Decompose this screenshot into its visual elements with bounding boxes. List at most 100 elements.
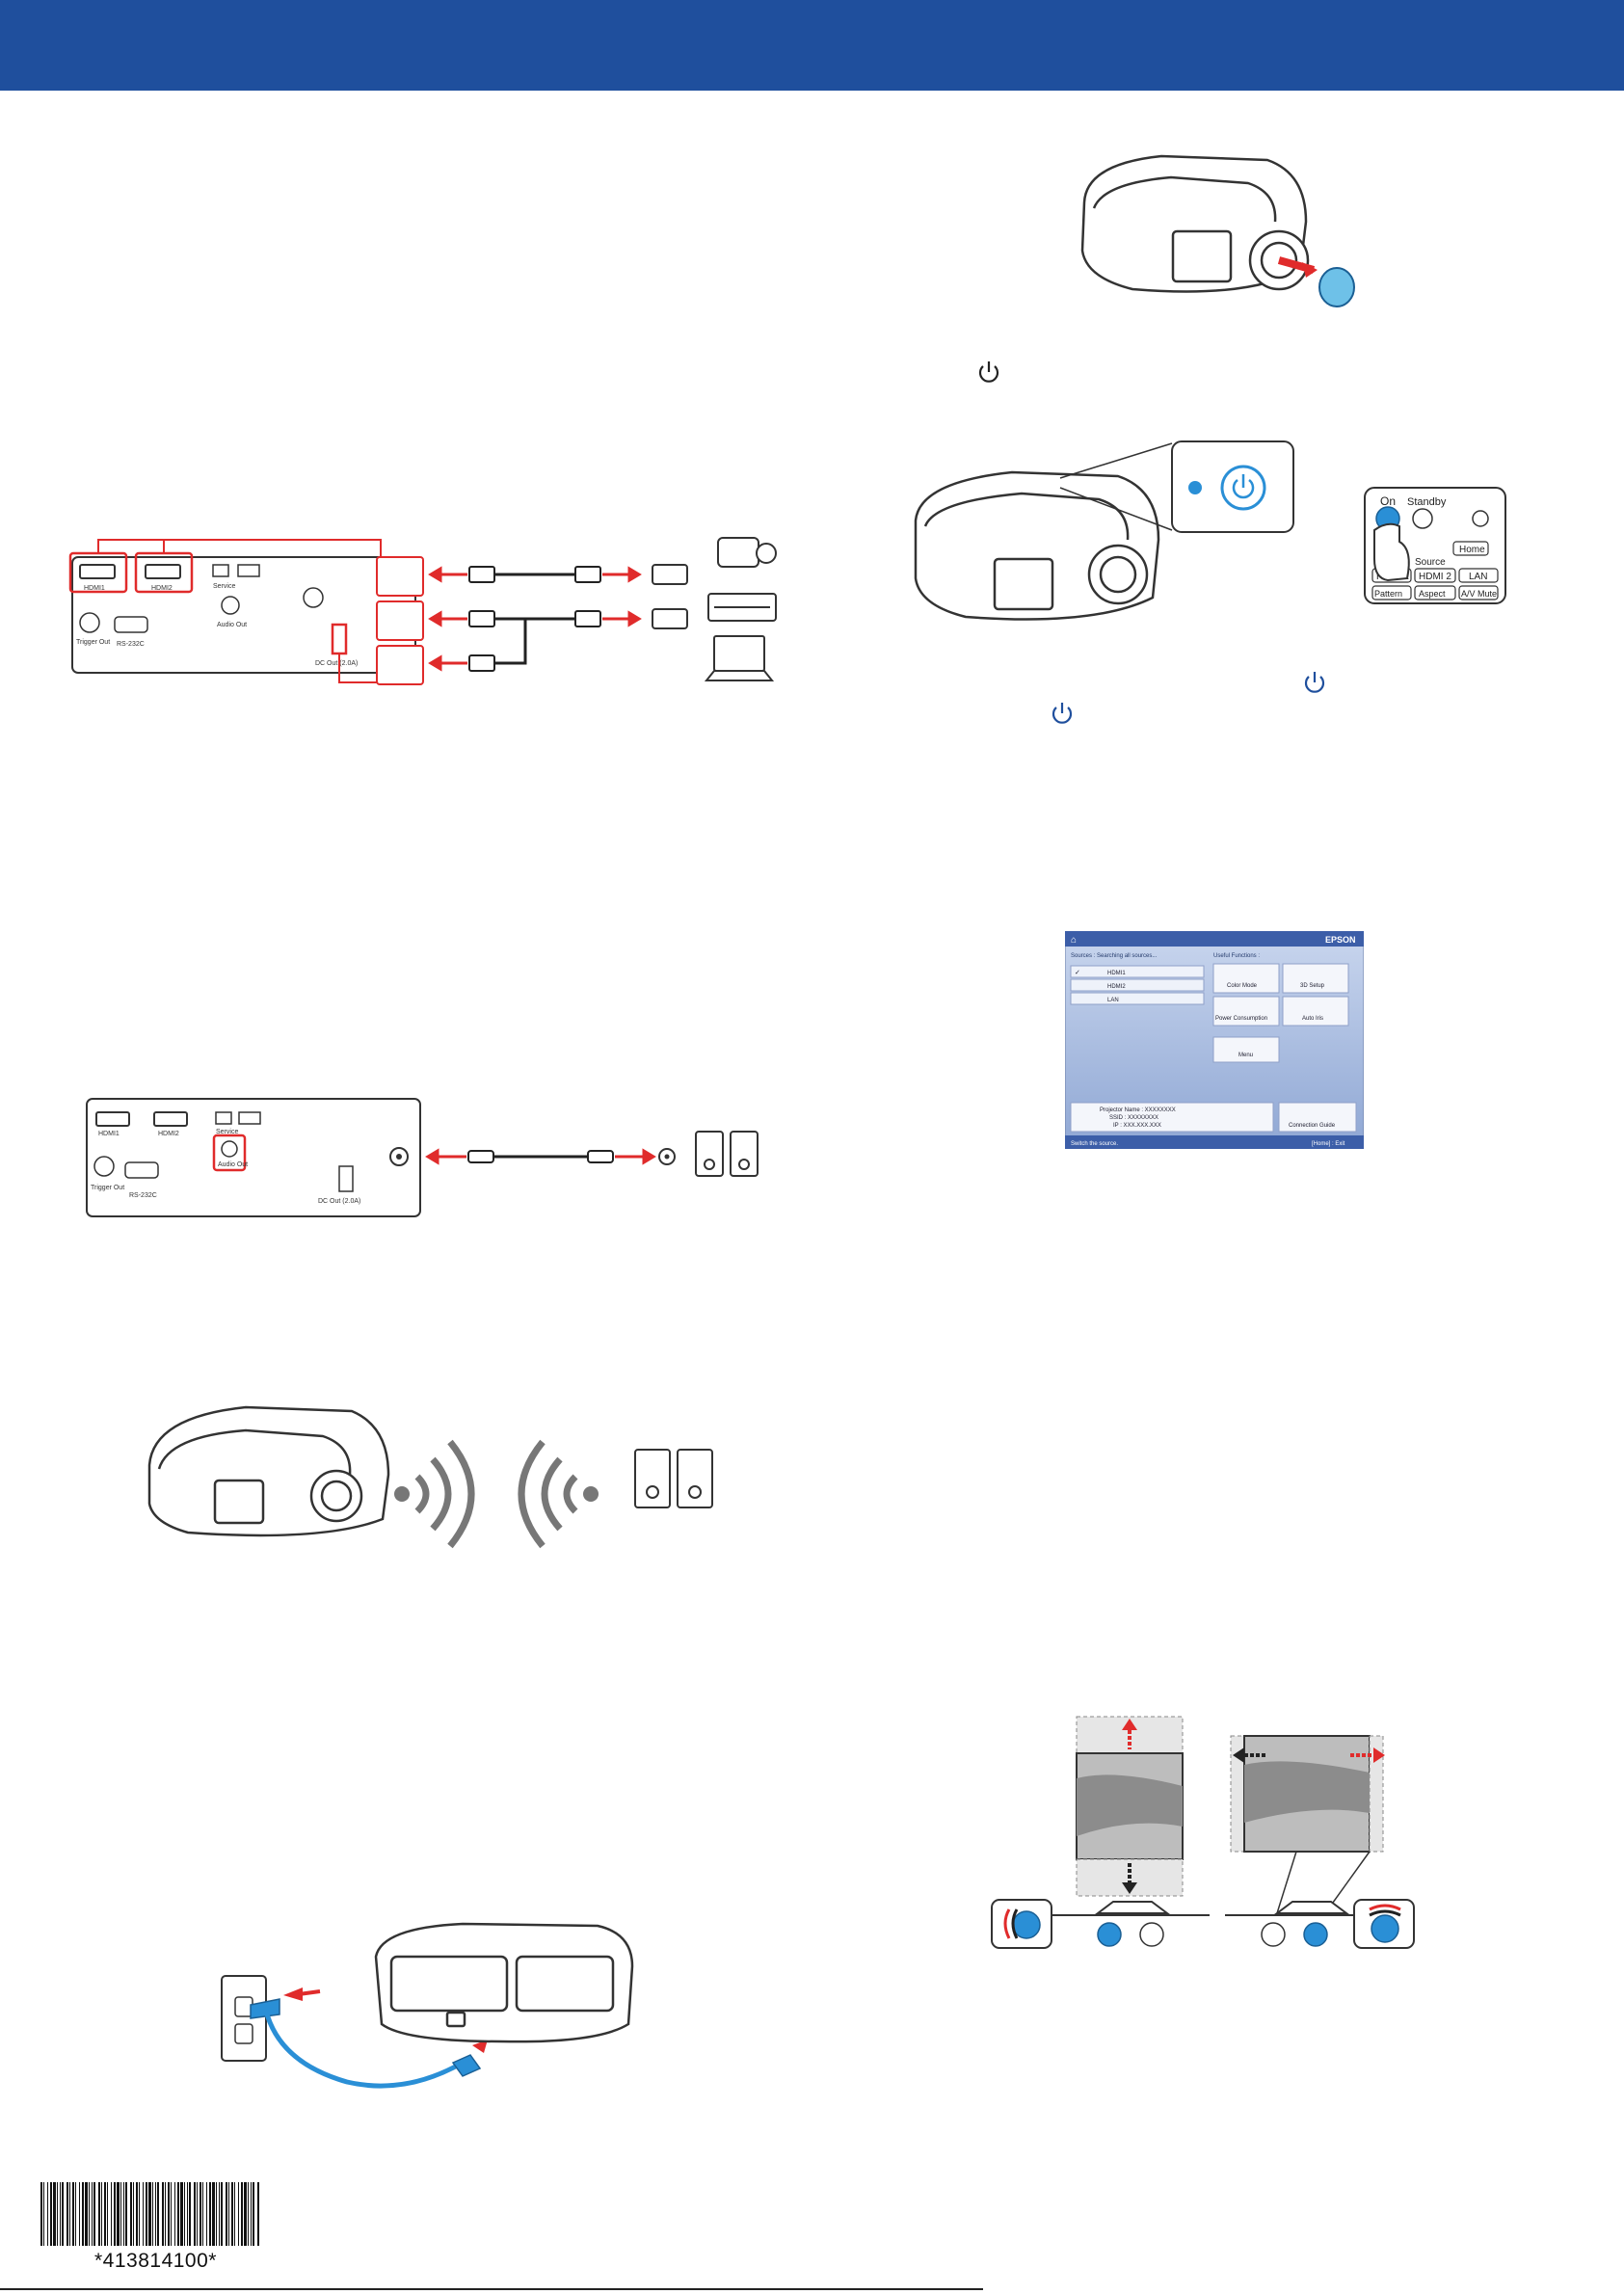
barcode-bar — [130, 2182, 132, 2246]
barcode-bar — [244, 2182, 247, 2246]
barcode-bar — [57, 2182, 58, 2246]
remote-on-label: On — [1380, 494, 1396, 508]
source-hdmi2-label: HDMI2 — [1107, 984, 1126, 990]
remote-home-label: Home — [1459, 545, 1485, 555]
port-audio-out-label: Audio Out — [217, 622, 247, 628]
function-color-mode-label: Color Mode — [1227, 983, 1258, 989]
barcode-bar — [157, 2182, 159, 2246]
barcode-bar — [43, 2182, 44, 2246]
barcode-bar — [189, 2182, 191, 2246]
remote-av-mute-label: A/V Mute — [1461, 589, 1497, 599]
power-on-figure: On Standby Home Source HDMI 1 HDMI 2 LAN… — [906, 434, 1523, 655]
audio-port-hdmi2-label: HDMI2 — [158, 1131, 179, 1137]
barcode-bar — [234, 2182, 235, 2246]
barcode-bar — [187, 2182, 188, 2246]
function-auto-iris-label: Auto Iris — [1302, 1016, 1323, 1022]
footer-rule — [0, 2288, 983, 2290]
barcode-bar — [114, 2182, 116, 2246]
wireless-audio-figure — [130, 1388, 747, 1561]
remote-aspect-label: Aspect — [1419, 589, 1446, 599]
barcode-bar — [174, 2182, 175, 2246]
barcode-bar — [111, 2182, 112, 2246]
barcode-bar — [168, 2182, 170, 2246]
port-trigger-out-label: Trigger Out — [76, 639, 110, 646]
function-power-consumption-label: Power Consumption — [1215, 1016, 1267, 1022]
barcode-bar — [123, 2182, 124, 2246]
barcode-bar — [206, 2182, 207, 2246]
home-screen-figure: ⌂ EPSON Sources : Searching all sources.… — [1065, 931, 1364, 1149]
barcode-bar — [226, 2182, 227, 2246]
barcode-bar — [117, 2182, 120, 2246]
barcode-bar — [82, 2182, 84, 2246]
remote-hdmi2-label: HDMI 2 — [1419, 572, 1451, 582]
barcode-bar — [133, 2182, 134, 2246]
barcode-bar — [180, 2182, 183, 2246]
barcode-bar — [120, 2182, 121, 2246]
barcode-bar — [253, 2182, 254, 2246]
barcode-bar — [177, 2182, 179, 2246]
barcode-bar — [62, 2182, 64, 2246]
audio-port-dc-out-label: DC Out (2.0A) — [318, 1198, 360, 1205]
source-lan-label: LAN — [1107, 998, 1119, 1003]
barcode-bar — [241, 2182, 243, 2246]
barcode-bar — [221, 2182, 223, 2246]
port-rs232c-label: RS-232C — [117, 641, 145, 648]
barcode-bar — [50, 2182, 52, 2246]
barcode-bar — [200, 2182, 201, 2246]
source-item-lan[interactable] — [1071, 993, 1204, 1004]
barcode-bar — [139, 2182, 140, 2246]
port-dc-out-label: DC Out (2.0A) — [315, 660, 358, 667]
barcode-bar — [72, 2182, 74, 2246]
barcode-bar — [92, 2182, 93, 2246]
barcode-bar — [69, 2182, 70, 2246]
barcode-bar — [136, 2182, 138, 2246]
barcode-bar — [148, 2182, 151, 2246]
barcode-bar — [165, 2182, 166, 2246]
barcode-bar — [67, 2182, 68, 2246]
remote-pattern-label: Pattern — [1374, 589, 1402, 599]
header-bar — [0, 0, 1624, 91]
barcode-bar — [197, 2182, 198, 2246]
barcode-bar — [212, 2182, 215, 2246]
audio-port-rs232c-label: RS-232C — [129, 1192, 157, 1199]
ip-label: IP : XXX.XXX.XXX — [1113, 1123, 1161, 1129]
barcode-bar — [93, 2182, 95, 2246]
barcode-bar — [152, 2182, 153, 2246]
power-icon-inline-1 — [1301, 669, 1328, 696]
barcode-number: *413814100* — [94, 2250, 217, 2273]
barcode-bar — [47, 2182, 48, 2246]
barcode-bar — [104, 2182, 106, 2246]
barcode-bar — [89, 2182, 90, 2246]
barcode-bar — [143, 2182, 144, 2246]
barcode-bar — [75, 2182, 76, 2246]
barcode-bar — [155, 2182, 156, 2246]
barcode-bar — [257, 2182, 259, 2246]
barcode-bar — [98, 2182, 100, 2246]
remote-lan-label: LAN — [1469, 572, 1487, 582]
barcode-bar — [209, 2182, 211, 2246]
barcode-bar — [40, 2182, 42, 2246]
audio-port-hdmi1-label: HDMI1 — [98, 1131, 120, 1137]
status-left: Switch the source. — [1071, 1141, 1118, 1147]
barcode-bar — [248, 2182, 249, 2246]
projector-name-label: Projector Name : XXXXXXXX — [1100, 1107, 1176, 1113]
port-hdmi1-label: HDMI1 — [84, 585, 105, 592]
barcode-bar — [162, 2182, 164, 2246]
barcode-bar — [171, 2182, 172, 2246]
svg-text:⌂: ⌂ — [1071, 935, 1077, 946]
function-menu[interactable] — [1213, 1037, 1279, 1062]
barcode-bar — [228, 2182, 229, 2246]
hdmi-connection-figure: HDMI1 HDMI2 Service Audio Out Trigger Ou… — [63, 511, 814, 704]
power-cord-figure — [212, 1918, 655, 2111]
remote-standby-label: Standby — [1407, 496, 1447, 508]
connection-guide-label: Connection Guide — [1289, 1123, 1336, 1129]
barcode-bar — [85, 2182, 88, 2246]
barcode-bar — [238, 2182, 239, 2246]
source-item-hdmi1[interactable] — [1071, 966, 1204, 977]
function-3d-setup-label: 3D Setup — [1300, 983, 1325, 989]
audio-port-audio-out-label: Audio Out — [218, 1161, 248, 1168]
ssid-label: SSID : XXXXXXXX — [1109, 1115, 1158, 1121]
barcode-bar — [194, 2182, 196, 2246]
function-menu-label: Menu — [1238, 1053, 1253, 1058]
source-item-hdmi2[interactable] — [1071, 979, 1204, 991]
